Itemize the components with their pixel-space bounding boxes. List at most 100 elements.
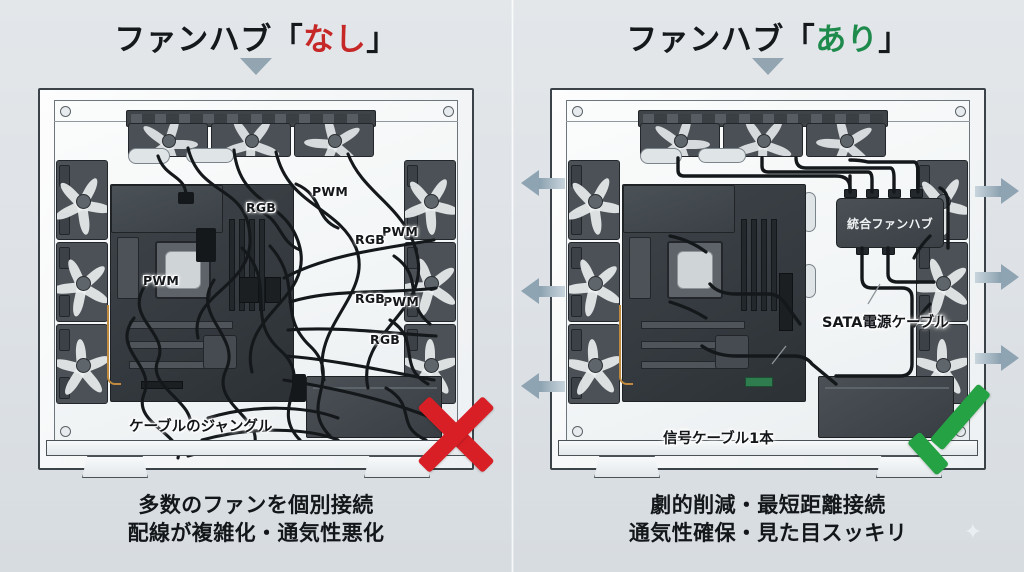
power-supply-unit (818, 376, 954, 438)
panel-with-fan-hub: ファンハブ「あり」 (512, 0, 1024, 572)
motherboard (619, 184, 806, 402)
panel-without-fan-hub: ファンハブ「なし」 (0, 14, 512, 547)
cross-mark-icon (404, 388, 500, 478)
front-fan (56, 160, 108, 240)
wire-label-rgb: RGB (370, 332, 401, 347)
triangle-down-icon (240, 58, 272, 75)
front-fan-stack (56, 160, 108, 406)
hub-input-port (844, 189, 857, 198)
front-fan (568, 160, 620, 240)
sparkle-icon: ✦ (963, 520, 982, 545)
front-fan (56, 324, 108, 404)
case-screw (572, 426, 583, 437)
case-bottom-rail (558, 440, 978, 456)
pcb-trace (107, 305, 121, 385)
left-caption-line2: 配線が複雑化・通気性悪化 (127, 520, 385, 545)
case-foot (82, 456, 148, 478)
cable-tie-mount (186, 148, 234, 163)
airflow-arrow-left (521, 170, 565, 196)
case-screw (60, 106, 71, 117)
rear-fan (916, 242, 968, 322)
chipset-heatsink (715, 335, 749, 369)
front-fan (568, 242, 620, 322)
wire-label-pwm: PWM (143, 273, 179, 288)
pcb-trace (619, 305, 633, 385)
dimm-slot (229, 219, 235, 311)
pcie-slot (129, 321, 233, 329)
top-fan (806, 123, 886, 157)
case-foot (594, 456, 660, 478)
vrm-heatsink (117, 237, 139, 299)
cpu-socket (155, 241, 211, 299)
motherboard (107, 184, 294, 402)
fan-header-block (265, 277, 281, 303)
cable-tie-mount (128, 148, 170, 164)
hub-input-port (910, 189, 923, 198)
wire-label-pwm: PWM (383, 294, 419, 309)
case-bottom-rail (46, 440, 466, 456)
right-title-prefix: ファンハブ (626, 22, 784, 58)
callout-sata-power-cable: SATA電源ケーブル (822, 315, 949, 331)
rear-fan-stack (916, 160, 968, 406)
airflow-arrow-left (521, 278, 565, 304)
wire-label-pwm: PWM (382, 224, 418, 239)
left-title-close-bracket: 」 (366, 22, 398, 58)
rear-fan (404, 242, 456, 322)
right-panel-title: ファンハブ「あり」 (512, 14, 1024, 59)
right-caption-line1: 劇的削減・最短距離接続 (650, 493, 886, 517)
right-title-open-bracket: 「 (783, 22, 816, 58)
pcie-slot (641, 321, 745, 329)
wire-label-rgb: RGB (246, 200, 277, 215)
dimm-slot (741, 219, 747, 311)
airflow-arrow-right (975, 178, 1019, 204)
dimm-slot (771, 219, 777, 311)
case-screw (60, 426, 71, 437)
airflow-arrow-left (521, 373, 565, 399)
left-panel-title: ファンハブ「なし」 (0, 14, 512, 59)
right-title-accent: あり (815, 22, 879, 58)
airflow-arrow-right (975, 264, 1019, 290)
right-caption-line2: 通気性確保・見た目スッキリ (628, 520, 908, 545)
cable-tie-mount (698, 148, 746, 163)
case-screw (572, 106, 583, 117)
atx-header (779, 273, 793, 331)
airflow-arrow-right (975, 345, 1019, 371)
wire-label-pwm: PWM (312, 184, 348, 199)
cable-tie-mount (640, 148, 682, 164)
left-title-open-bracket: 「 (271, 22, 304, 58)
dimm-slot (761, 219, 767, 311)
pc-case-right: 統合ファンハブ (550, 88, 986, 478)
io-shroud (111, 185, 223, 233)
hub-input-port (866, 189, 879, 198)
left-caption-line1: 多数のファンを個別接続 (138, 493, 374, 517)
right-title-close-bracket: 」 (878, 22, 910, 58)
left-caption: 多数のファンを個別接続 配線が複雑化・通気性悪化 (0, 492, 512, 547)
wire-label-rgb: RGB (355, 232, 386, 247)
panel-divider (511, 0, 514, 572)
wire-label-rgb: RGB (355, 291, 386, 306)
chipset-heatsink (203, 335, 237, 369)
front-fan-stack (568, 160, 620, 406)
case-screw (443, 106, 454, 117)
callout-cable-jungle: ケーブルのジャングル (129, 419, 273, 435)
right-caption: 劇的削減・最短距離接続 通気性確保・見た目スッキリ (512, 492, 1024, 547)
fan-header-green (745, 377, 773, 387)
front-fan (56, 242, 108, 322)
io-shroud (623, 185, 735, 233)
triangle-down-icon (752, 58, 784, 75)
front-panel-header (141, 381, 183, 389)
left-title-prefix: ファンハブ (114, 22, 272, 58)
left-title-accent: なし (303, 22, 367, 58)
check-mark-icon (907, 383, 1004, 478)
fan-header-block (239, 277, 259, 303)
case-screw (955, 106, 966, 117)
front-fan (568, 324, 620, 404)
dimm-slot (751, 219, 757, 311)
callout-signal-cable: 信号ケーブル1本 (663, 431, 774, 447)
cpu-socket (667, 241, 723, 299)
rear-fan-stack (404, 160, 456, 406)
hub-input-port (888, 189, 901, 198)
fan-hub-label: 統合ファンハブ (846, 216, 934, 231)
fan-hub-module: 統合ファンハブ (836, 198, 944, 248)
